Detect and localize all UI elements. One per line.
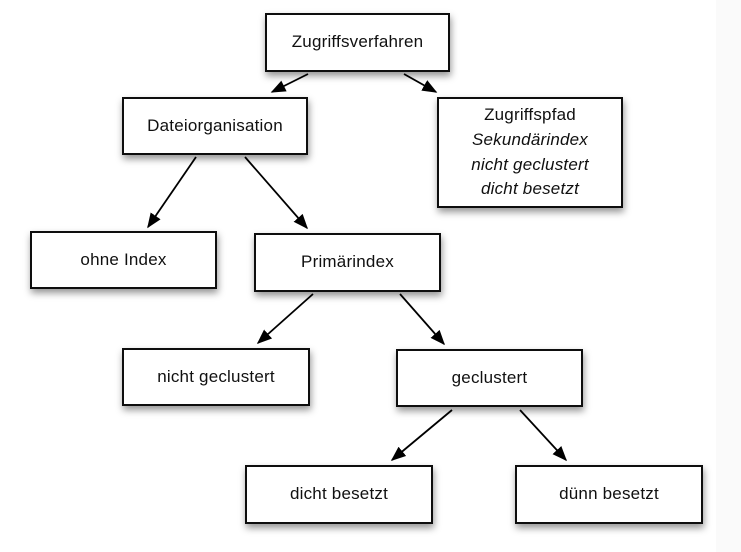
node-dicht-besetzt: dicht besetzt: [245, 465, 433, 524]
edge-zugriffsverfahren-dateiorganisation: [270, 73, 309, 93]
node-zugriffspfad-subline-3: dicht besetzt: [480, 179, 580, 199]
node-zugriffspfad: Zugriffspfad Sekundärindex nicht geclust…: [437, 97, 623, 208]
node-nicht-geclustert: nicht geclustert: [122, 348, 310, 406]
node-zugriffspfad-subline-2: nicht geclustert: [471, 154, 589, 174]
node-zugriffsverfahren: Zugriffsverfahren: [265, 13, 450, 72]
edge-geclustert-duenn-besetzt: [519, 409, 568, 462]
page-right-margin: [716, 0, 741, 552]
node-zugriffspfad-label: Zugriffspfad: [484, 105, 576, 125]
edge-zugriffsverfahren-zugriffspfad: [403, 73, 438, 93]
node-duenn-besetzt-label: dünn besetzt: [559, 484, 659, 504]
node-zugriffspfad-subline-1: Sekundärindex: [471, 129, 588, 149]
node-ohne-index: ohne Index: [30, 231, 217, 289]
node-nicht-geclustert-label: nicht geclustert: [157, 366, 275, 386]
edge-geclustert-dicht-besetzt: [390, 409, 453, 461]
node-dateiorganisation: Dateiorganisation: [122, 97, 308, 155]
node-primaerindex: Primärindex: [254, 233, 441, 292]
node-geclustert-label: geclustert: [451, 367, 528, 387]
node-primaerindex-label: Primärindex: [301, 252, 394, 272]
edge-primaerindex-geclustert: [399, 293, 445, 346]
edge-primaerindex-nicht-geclustert: [256, 293, 314, 344]
edge-dateiorganisation-ohne-index: [147, 156, 197, 229]
node-dateiorganisation-label: Dateiorganisation: [147, 115, 283, 135]
edge-dateiorganisation-primaerindex: [244, 156, 308, 230]
node-ohne-index-label: ohne Index: [80, 249, 167, 269]
node-duenn-besetzt: dünn besetzt: [515, 465, 703, 524]
node-dicht-besetzt-label: dicht besetzt: [289, 484, 389, 504]
node-geclustert: geclustert: [396, 349, 583, 407]
node-zugriffsverfahren-label: Zugriffsverfahren: [291, 32, 424, 52]
